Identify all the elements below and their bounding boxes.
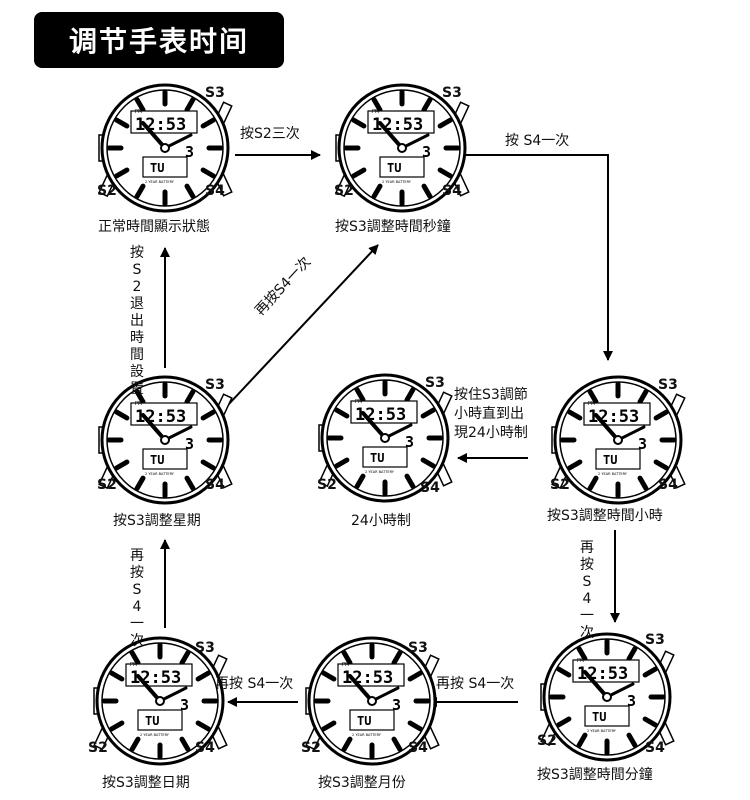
svg-text:3: 3 <box>405 433 414 451</box>
button-label-s2: S2 <box>334 183 354 199</box>
svg-text:3: 3 <box>180 696 189 714</box>
arrow-seconds-to-hour <box>460 154 613 361</box>
caption-seconds: 按S3調整時間秒鐘 <box>335 219 451 235</box>
button-label-s3: S3 <box>442 85 462 101</box>
caption-month: 按S3調整月份 <box>318 775 406 791</box>
caption-weekday: 按S3調整星期 <box>113 513 201 529</box>
svg-text:2 YEAR BATTERY: 2 YEAR BATTERY <box>587 729 617 733</box>
caption-hour: 按S3調整時間小時 <box>547 508 663 524</box>
button-label-s3: S3 <box>425 375 445 391</box>
svg-text:TU: TU <box>387 161 401 175</box>
button-label-s3: S3 <box>408 640 428 656</box>
button-label-s3: S3 <box>658 377 678 393</box>
button-label-s2: S2 <box>301 740 321 756</box>
watch-day: PM 12:53 TU 3 2 YEAR BATTERY <box>90 636 230 766</box>
svg-text:2 YEAR BATTERY: 2 YEAR BATTERY <box>140 733 170 737</box>
button-label-s4: S4 <box>408 740 428 756</box>
watch-minute: PM 12:53 TU 3 2 YEAR BATTERY <box>537 632 677 762</box>
arrow-label-3: 按住S3調節 小時直到出 現24小時制 <box>454 387 528 441</box>
svg-text:PM: PM <box>135 109 142 115</box>
svg-text:TU: TU <box>145 714 159 728</box>
arrow-label-1: 按S2三次 <box>240 126 300 142</box>
button-label-s4: S4 <box>205 477 225 493</box>
svg-text:PM: PM <box>577 658 584 664</box>
page-title: 调节手表时间 <box>34 12 284 68</box>
svg-text:TU: TU <box>150 453 164 467</box>
svg-text:TU: TU <box>603 453 617 467</box>
watch-24h: PM 12:53 TU 3 2 YEAR BATTERY <box>315 373 455 503</box>
svg-text:PM: PM <box>130 662 137 668</box>
button-label-s2: S2 <box>550 477 570 493</box>
arrow-label-9: 按S2退出時間設置 <box>130 245 144 397</box>
caption-24h: 24小時制 <box>351 513 411 529</box>
button-label-s2: S2 <box>88 740 108 756</box>
svg-text:PM: PM <box>588 401 595 407</box>
svg-text:3: 3 <box>422 143 431 161</box>
watch-hour: PM 12:53 TU 3 2 YEAR BATTERY <box>548 375 688 505</box>
button-label-s4: S4 <box>205 183 225 199</box>
arrow-label-8: 再按S4一次 <box>130 548 144 649</box>
svg-text:PM: PM <box>342 662 349 668</box>
svg-text:3: 3 <box>185 435 194 453</box>
svg-text:2 YEAR BATTERY: 2 YEAR BATTERY <box>145 472 175 476</box>
svg-text:3: 3 <box>392 696 401 714</box>
svg-text:2 YEAR BATTERY: 2 YEAR BATTERY <box>145 180 175 184</box>
button-label-s4: S4 <box>195 740 215 756</box>
button-label-s2: S2 <box>537 733 557 749</box>
svg-text:2 YEAR BATTERY: 2 YEAR BATTERY <box>382 180 412 184</box>
svg-text:PM: PM <box>135 401 142 407</box>
arrow-label-7: 再按 S4一次 <box>215 676 294 692</box>
svg-text:3: 3 <box>185 143 194 161</box>
button-label-s2: S2 <box>317 477 337 493</box>
caption-day: 按S3調整日期 <box>102 775 190 791</box>
button-label-s4: S4 <box>658 477 678 493</box>
watch-normal: PM 12:53 TU 3 2 YEAR BATTERY <box>95 83 235 213</box>
svg-text:2 YEAR BATTERY: 2 YEAR BATTERY <box>598 472 628 476</box>
button-label-s3: S3 <box>205 85 225 101</box>
button-label-s3: S3 <box>205 377 225 393</box>
svg-text:2 YEAR BATTERY: 2 YEAR BATTERY <box>365 470 395 474</box>
arrow-label-2: 按 S4一次 <box>505 133 570 149</box>
arrow-label-6: 再按 S4一次 <box>436 676 515 692</box>
svg-text:2 YEAR BATTERY: 2 YEAR BATTERY <box>352 733 382 737</box>
watch-seconds: PM 12:53 TU 3 2 YEAR BATTERY <box>332 83 472 213</box>
svg-text:3: 3 <box>638 435 647 453</box>
svg-text:TU: TU <box>357 714 371 728</box>
watch-weekday: PM 12:53 TU 3 2 YEAR BATTERY <box>95 375 235 505</box>
svg-text:TU: TU <box>592 710 606 724</box>
watch-month: PM 12:53 TU 3 2 YEAR BATTERY <box>302 636 442 766</box>
svg-text:3: 3 <box>627 692 636 710</box>
button-label-s3: S3 <box>645 632 665 648</box>
button-label-s4: S4 <box>442 183 462 199</box>
svg-text:PM: PM <box>355 399 362 405</box>
button-label-s4: S4 <box>645 740 665 756</box>
button-label-s4: S4 <box>420 480 440 496</box>
caption-normal: 正常時間顯示狀態 <box>98 219 210 235</box>
caption-minute: 按S3調整時間分鐘 <box>537 767 653 783</box>
button-label-s2: S2 <box>97 183 117 199</box>
arrow-weekday-to-seconds <box>227 244 379 406</box>
svg-text:PM: PM <box>372 109 379 115</box>
button-label-s3: S3 <box>195 640 215 656</box>
svg-text:TU: TU <box>150 161 164 175</box>
svg-text:TU: TU <box>370 451 384 465</box>
arrow-label-4: 再按S4一次 <box>580 540 594 641</box>
button-label-s2: S2 <box>97 477 117 493</box>
